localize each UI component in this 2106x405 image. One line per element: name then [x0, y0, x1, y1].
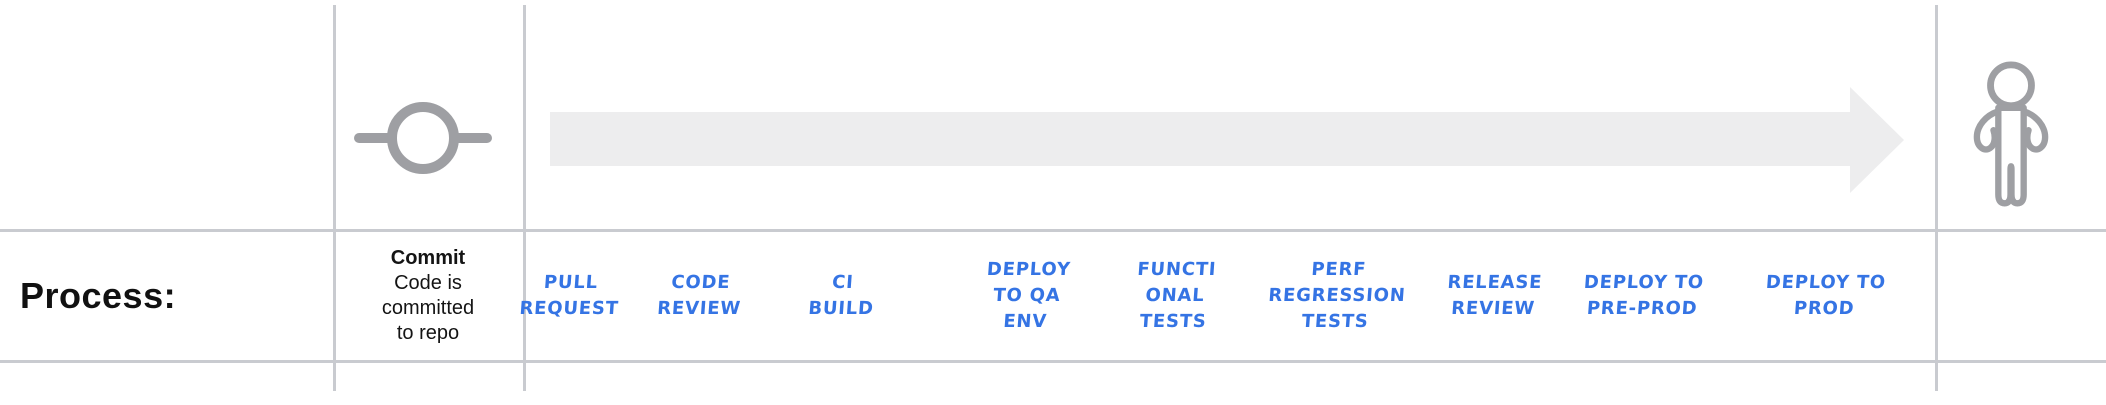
grid-hline-bottom	[0, 360, 2106, 363]
grid-hline-top	[0, 229, 2106, 232]
person-icon	[1973, 61, 2049, 207]
right-arrow-icon	[550, 112, 1852, 166]
grid-vline-3	[1935, 5, 1938, 391]
commit-node-icon	[354, 102, 492, 174]
commit-title: Commit	[390, 246, 466, 269]
process-step-deploy-preprod: DEPLOY TO PRE-PROD	[1583, 271, 1705, 319]
commit-description: Code is committed to repo	[381, 271, 475, 344]
grid-vline-2	[523, 5, 526, 391]
commit-cell: Commit Code is committed to repo	[333, 230, 523, 361]
process-step-deploy-prod: DEPLOY TO PROD	[1765, 271, 1887, 319]
grid-vline-1	[333, 5, 336, 391]
process-row-label: Process:	[20, 274, 177, 316]
process-step-ci-build: CI BUILD	[807, 271, 875, 319]
right-arrow-head-icon	[1850, 87, 1904, 193]
